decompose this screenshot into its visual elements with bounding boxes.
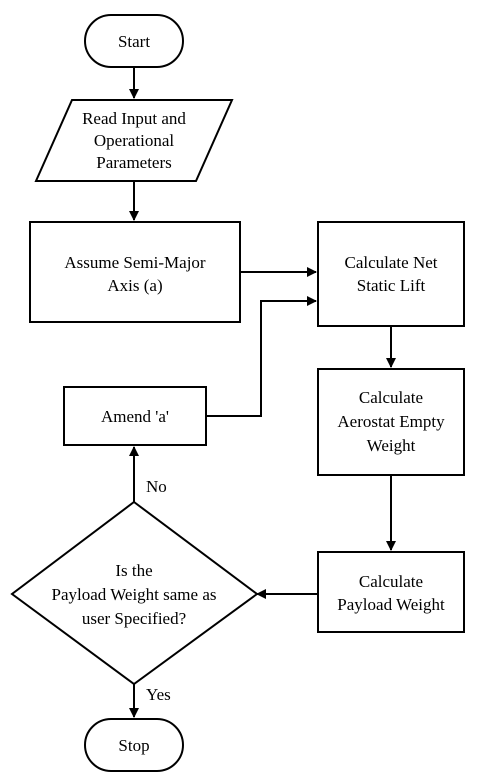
read-input-line-1: Read Input and	[82, 109, 186, 128]
start-label: Start	[118, 32, 150, 51]
empty-weight-line-2: Aerostat Empty	[337, 412, 445, 431]
read-input-node: Read Input and Operational Parameters	[34, 99, 234, 182]
net-lift-node: Calculate Net Static Lift	[317, 221, 465, 327]
stop-label: Stop	[118, 736, 149, 755]
empty-weight-node: Calculate Aerostat Empty Weight	[317, 368, 465, 476]
amend-node: Amend 'a'	[63, 386, 207, 446]
assume-axis-line-1: Assume Semi-Major	[64, 253, 206, 272]
payload-weight-node: Calculate Payload Weight	[317, 551, 465, 633]
start-node: Start	[84, 14, 184, 68]
decision-node: Is the Payload Weight same as user Speci…	[10, 500, 259, 686]
net-lift-line-1: Calculate Net	[345, 253, 438, 272]
edge-label-no: No	[146, 477, 167, 496]
edge-label-yes: Yes	[146, 685, 171, 704]
decision-line-1: Is the	[115, 561, 152, 580]
decision-line-3: user Specified?	[82, 609, 186, 628]
assume-axis-node: Assume Semi-Major Axis (a)	[29, 221, 241, 323]
read-input-line-2: Operational	[94, 131, 175, 150]
decision-line-2: Payload Weight same as	[52, 585, 217, 604]
connectors	[129, 67, 396, 718]
empty-weight-line-1: Calculate	[359, 388, 423, 407]
payload-weight-line-2: Payload Weight	[337, 595, 445, 614]
empty-weight-line-3: Weight	[367, 436, 416, 455]
amend-label: Amend 'a'	[101, 407, 169, 426]
assume-axis-line-2: Axis (a)	[107, 276, 162, 295]
read-input-line-3: Parameters	[96, 153, 172, 172]
arrow-amend-to-netlift	[206, 296, 317, 417]
payload-weight-line-1: Calculate	[359, 572, 423, 591]
net-lift-line-2: Static Lift	[357, 276, 426, 295]
stop-node: Stop	[84, 718, 184, 772]
